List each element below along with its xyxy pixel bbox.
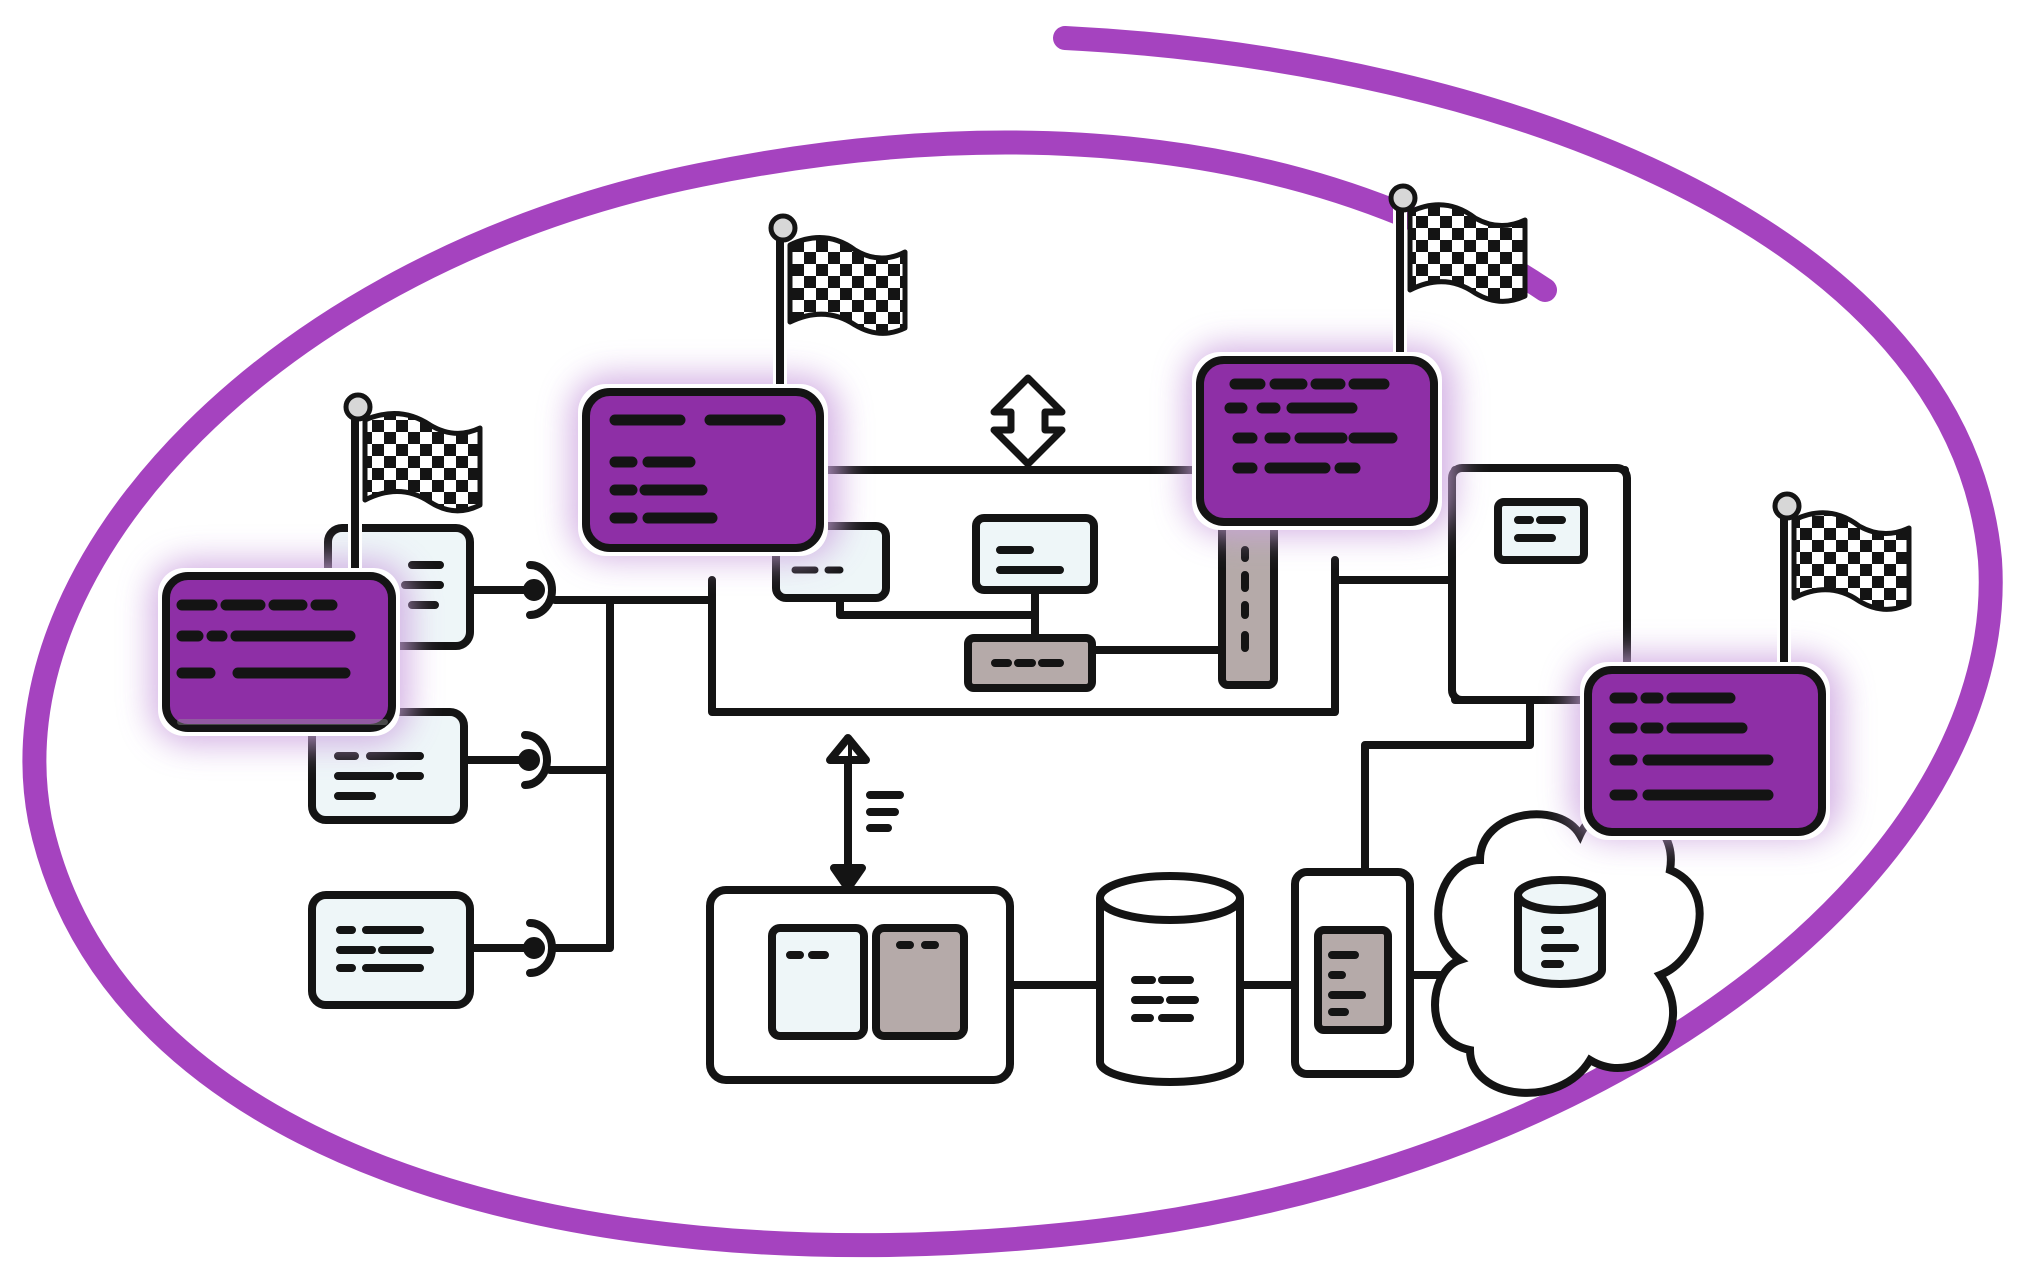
client-box-lines (334, 561, 444, 972)
milestone-4 (1572, 491, 1912, 840)
milestone-2 (570, 213, 908, 560)
milestone-3 (1185, 183, 1528, 535)
database-icon (1514, 876, 1606, 988)
milestone-1 (150, 392, 483, 745)
server-rack (1218, 516, 1278, 689)
gateway-box (1291, 868, 1414, 1078)
app-container (706, 886, 1014, 1084)
finish-flag-icon (768, 213, 908, 395)
finish-flag-icon (1772, 491, 1912, 672)
service-panel (1448, 464, 1631, 704)
finish-flag-icon (1388, 183, 1528, 360)
focus-ring (22, 26, 2003, 1258)
plug-icon (518, 561, 556, 977)
double-arrow-icon (990, 374, 1066, 468)
monitor (964, 514, 1098, 692)
up-arrow-icon (826, 734, 904, 892)
finish-flag-icon (343, 392, 483, 575)
database-icon (1096, 872, 1244, 1086)
